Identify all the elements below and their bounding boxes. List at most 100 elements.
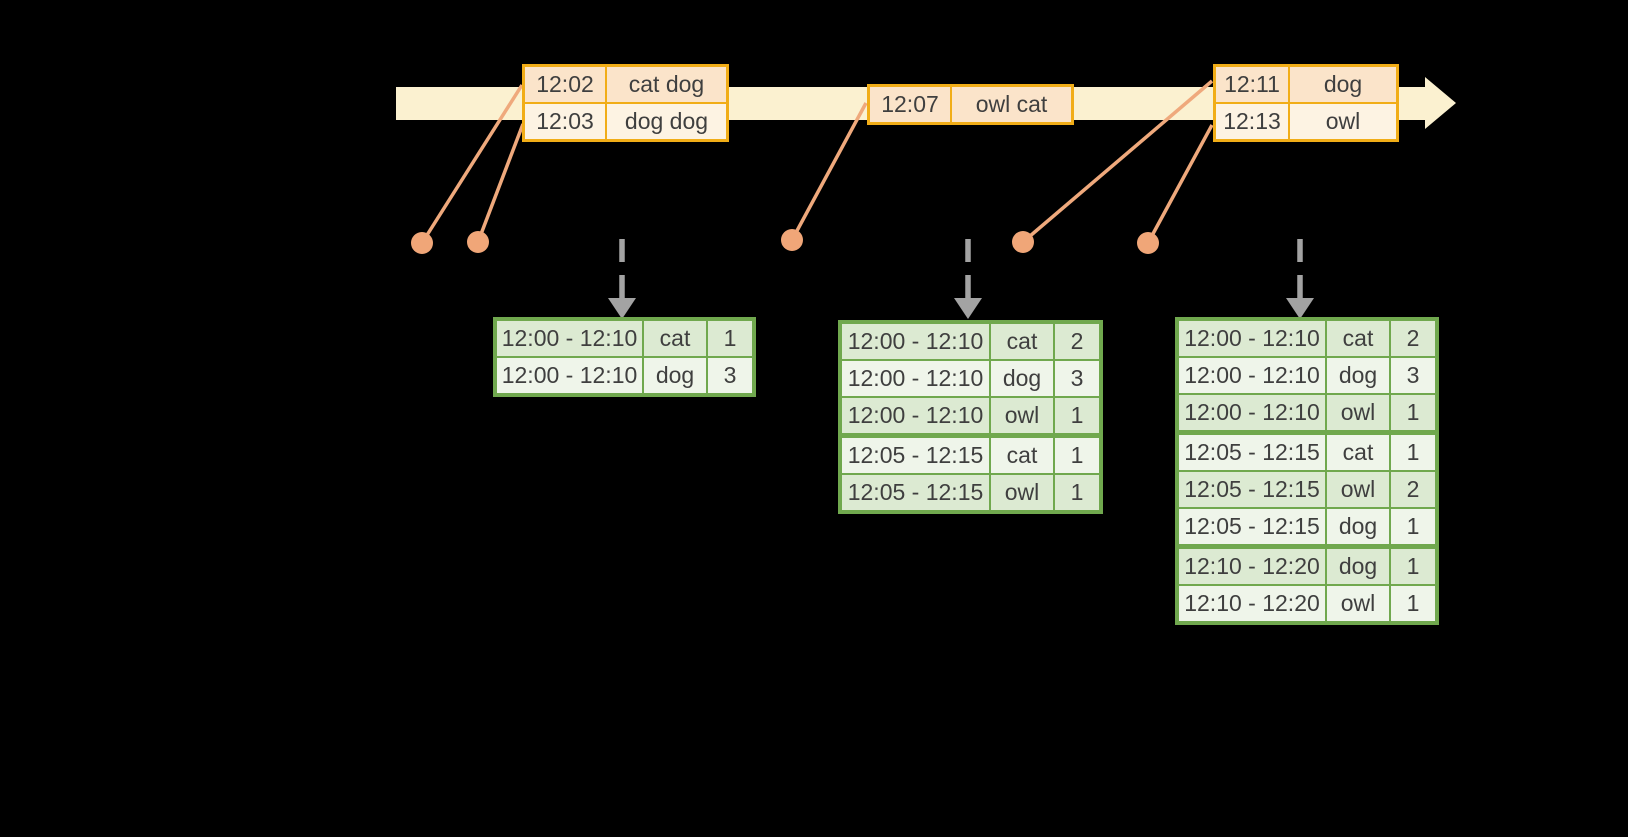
table-row: 12:10 - 12:20 dog 1 <box>1179 544 1435 584</box>
event-box-1: 12:02 cat dog 12:03 dog dog <box>522 64 729 142</box>
count-cell: 3 <box>1389 358 1435 393</box>
count-cell: 2 <box>1053 324 1099 359</box>
table-row: 12:00 - 12:10 dog 3 <box>842 359 1099 396</box>
word-cell: owl <box>1325 586 1389 621</box>
connector-line <box>1021 79 1214 244</box>
table-row: 12:00 - 12:10 owl 1 <box>842 396 1099 433</box>
count-cell: 1 <box>1389 586 1435 621</box>
event-words: owl cat <box>950 87 1071 122</box>
word-cell: dog <box>1325 549 1389 584</box>
result-table-1: 12:00 - 12:10 cat 1 12:00 - 12:10 dog 3 <box>493 317 756 397</box>
event-row: 12:07 owl cat <box>870 87 1071 122</box>
window-cell: 12:00 - 12:10 <box>842 361 989 396</box>
window-cell: 12:05 - 12:15 <box>1179 472 1325 507</box>
event-time: 12:13 <box>1216 104 1288 139</box>
count-cell: 1 <box>1389 509 1435 544</box>
count-cell: 1 <box>1053 475 1099 510</box>
window-cell: 12:05 - 12:15 <box>842 438 989 473</box>
window-cell: 12:10 - 12:20 <box>1179 586 1325 621</box>
word-cell: dog <box>989 361 1053 396</box>
connector-line <box>1146 124 1214 244</box>
event-time: 12:11 <box>1216 67 1288 102</box>
table-row: 12:10 - 12:20 owl 1 <box>1179 584 1435 621</box>
window-cell: 12:00 - 12:10 <box>1179 358 1325 393</box>
event-dot-icon <box>1012 231 1034 253</box>
event-time: 12:02 <box>525 67 605 102</box>
event-time: 12:07 <box>870 87 950 122</box>
event-words: dog dog <box>605 104 726 139</box>
word-cell: owl <box>1325 395 1389 430</box>
count-cell: 2 <box>1389 472 1435 507</box>
count-cell: 3 <box>1053 361 1099 396</box>
connector-line <box>476 123 525 243</box>
table-row: 12:00 - 12:10 cat 1 <box>497 321 752 356</box>
word-cell: owl <box>989 398 1053 433</box>
connector-line <box>420 84 524 244</box>
window-cell: 12:00 - 12:10 <box>1179 321 1325 356</box>
count-cell: 1 <box>1389 395 1435 430</box>
result-table-3: 12:00 - 12:10 cat 2 12:00 - 12:10 dog 3 … <box>1175 317 1439 625</box>
window-cell: 12:00 - 12:10 <box>1179 395 1325 430</box>
table-row: 12:00 - 12:10 dog 3 <box>1179 356 1435 393</box>
word-cell: cat <box>642 321 706 356</box>
event-connector-lines <box>420 79 1214 244</box>
table-row: 12:05 - 12:15 owl 2 <box>1179 470 1435 507</box>
count-cell: 1 <box>1389 549 1435 584</box>
event-row: 12:13 owl <box>1216 102 1396 139</box>
event-dot-icon <box>411 232 433 254</box>
result-table-2: 12:00 - 12:10 cat 2 12:00 - 12:10 dog 3 … <box>838 320 1103 514</box>
table-row: 12:00 - 12:10 dog 3 <box>497 356 752 393</box>
event-words: cat dog <box>605 67 726 102</box>
window-cell: 12:10 - 12:20 <box>1179 549 1325 584</box>
word-cell: cat <box>1325 435 1389 470</box>
event-time: 12:03 <box>525 104 605 139</box>
down-arrowhead-icon <box>954 298 982 319</box>
table-row: 12:00 - 12:10 owl 1 <box>1179 393 1435 430</box>
table-row: 12:00 - 12:10 cat 2 <box>1179 321 1435 356</box>
trigger-arrows <box>619 239 1303 301</box>
event-dot-icon <box>467 231 489 253</box>
word-cell: cat <box>989 438 1053 473</box>
table-row: 12:05 - 12:15 owl 1 <box>842 473 1099 510</box>
count-cell: 1 <box>706 321 752 356</box>
word-cell: owl <box>1325 472 1389 507</box>
event-dots <box>411 229 1159 254</box>
count-cell: 2 <box>1389 321 1435 356</box>
event-row: 12:02 cat dog <box>525 67 726 102</box>
event-words: dog <box>1288 67 1396 102</box>
trigger-arrowheads <box>608 298 1314 319</box>
down-arrowhead-icon <box>608 298 636 319</box>
word-cell: cat <box>1325 321 1389 356</box>
word-cell: dog <box>1325 509 1389 544</box>
count-cell: 1 <box>1389 435 1435 470</box>
word-cell: cat <box>989 324 1053 359</box>
window-cell: 12:05 - 12:15 <box>1179 435 1325 470</box>
window-cell: 12:05 - 12:15 <box>1179 509 1325 544</box>
event-dot-icon <box>781 229 803 251</box>
count-cell: 1 <box>1053 438 1099 473</box>
window-cell: 12:00 - 12:10 <box>497 321 642 356</box>
table-row: 12:05 - 12:15 cat 1 <box>1179 430 1435 470</box>
table-row: 12:00 - 12:10 cat 2 <box>842 324 1099 359</box>
window-cell: 12:00 - 12:10 <box>497 358 642 393</box>
word-cell: owl <box>989 475 1053 510</box>
table-row: 12:05 - 12:15 dog 1 <box>1179 507 1435 544</box>
window-cell: 12:00 - 12:10 <box>842 398 989 433</box>
connector-line <box>790 102 868 241</box>
event-row: 12:11 dog <box>1216 67 1396 102</box>
timeline-arrowhead-icon <box>1425 77 1456 129</box>
down-arrowhead-icon <box>1286 298 1314 319</box>
word-cell: dog <box>642 358 706 393</box>
word-cell: dog <box>1325 358 1389 393</box>
count-cell: 3 <box>706 358 752 393</box>
event-box-3: 12:11 dog 12:13 owl <box>1213 64 1399 142</box>
event-words: owl <box>1288 104 1396 139</box>
window-cell: 12:00 - 12:10 <box>842 324 989 359</box>
table-row: 12:05 - 12:15 cat 1 <box>842 433 1099 473</box>
event-dot-icon <box>1137 232 1159 254</box>
count-cell: 1 <box>1053 398 1099 433</box>
event-row: 12:03 dog dog <box>525 102 726 139</box>
window-cell: 12:05 - 12:15 <box>842 475 989 510</box>
